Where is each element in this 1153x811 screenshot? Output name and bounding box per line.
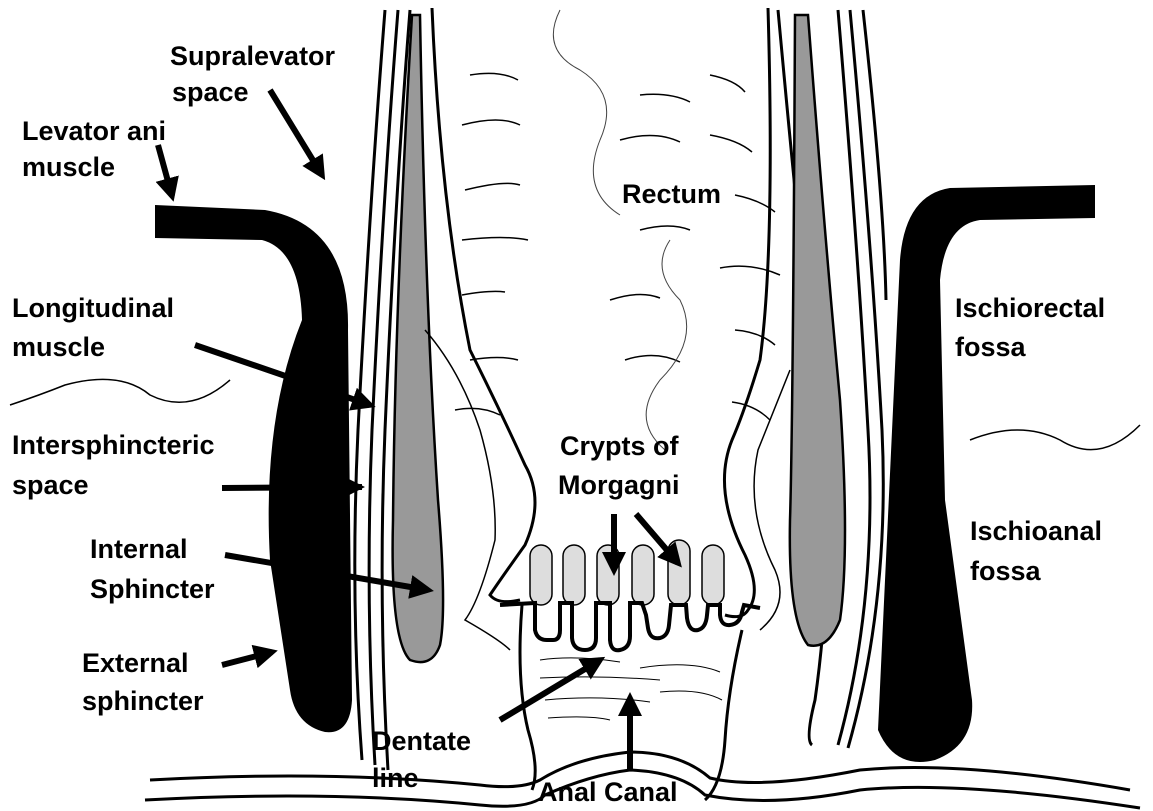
label-ischiorectal-2: fossa xyxy=(955,332,1027,362)
label-levator-1: Levator ani xyxy=(22,116,166,146)
dentate-line xyxy=(500,603,760,650)
internal-sphincter-left xyxy=(393,15,443,662)
rectal-wall-right xyxy=(724,8,770,617)
external-sphincter-arrow xyxy=(222,652,272,665)
label-crypts-2: Morgagni xyxy=(558,470,680,500)
label-longitudinal-1: Longitudinal xyxy=(12,293,174,323)
mucosa-inner-right xyxy=(754,370,790,630)
label-dentate-2: line xyxy=(372,763,419,793)
label-ischiorectal-1: Ischiorectal xyxy=(955,293,1105,323)
label-longitudinal-2: muscle xyxy=(12,332,105,362)
label-dentate-1: Dentate xyxy=(372,726,471,756)
label-internal-2: Sphincter xyxy=(90,574,215,604)
label-internal-1: Internal xyxy=(90,534,188,564)
label-anal-canal: Anal Canal xyxy=(538,777,678,807)
rectal-lumen-line xyxy=(553,10,686,450)
supralevator-arrow xyxy=(270,90,322,175)
label-intersphincteric-2: space xyxy=(12,470,89,500)
intersphincteric-arrow xyxy=(222,487,362,488)
label-levator-2: muscle xyxy=(22,152,115,182)
label-external-1: External xyxy=(82,648,189,678)
label-ischioanal-1: Ischioanal xyxy=(970,516,1102,546)
label-intersphincteric-1: Intersphincteric xyxy=(12,430,215,460)
label-supralevator-1: Supralevator xyxy=(170,41,336,71)
levator-arrow xyxy=(158,145,172,196)
rectal-folds xyxy=(455,73,780,420)
label-crypts-1: Crypts of xyxy=(560,431,680,461)
internal-sphincter-right xyxy=(790,15,845,646)
rectal-wall-left xyxy=(432,8,535,602)
label-supralevator-2: space xyxy=(172,77,249,107)
dentate-arrow xyxy=(500,660,600,720)
label-external-2: sphincter xyxy=(82,686,204,716)
label-ischioanal-2: fossa xyxy=(970,556,1042,586)
levator-external-sphincter-right xyxy=(878,185,1095,762)
anal-columns xyxy=(530,540,724,605)
anal-canal-wall-right xyxy=(705,630,742,800)
label-rectum: Rectum xyxy=(622,179,721,209)
